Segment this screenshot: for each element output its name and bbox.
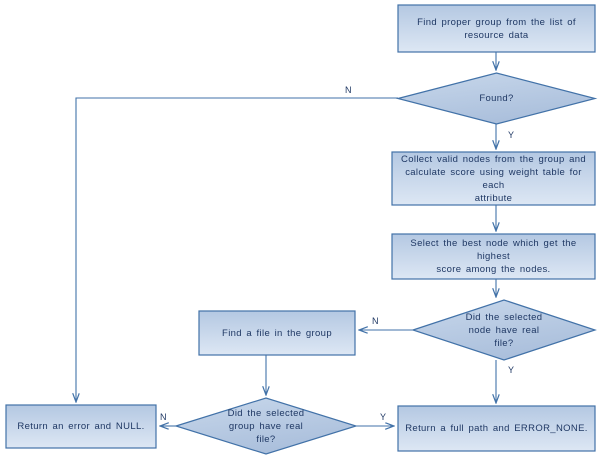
connector-found-no-to-return-error: [76, 97, 398, 402]
node-collect-nodes: [391, 151, 596, 206]
node-find-group: [397, 4, 596, 53]
node-find-file-in-group: [198, 310, 356, 356]
node-found-decision: [395, 72, 598, 125]
node-return-full-path: [397, 405, 596, 452]
node-select-best-node: [391, 233, 596, 280]
node-group-has-file-decision: [173, 397, 359, 455]
node-return-error: [5, 404, 157, 449]
node-node-has-file-decision: [411, 299, 597, 361]
